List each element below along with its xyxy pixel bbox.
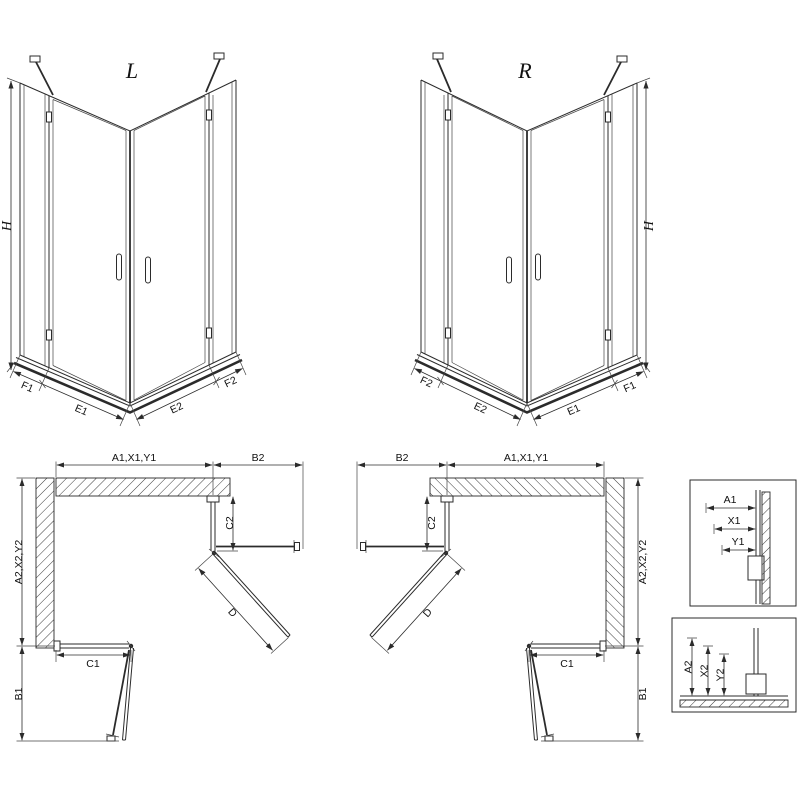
dim-label-d-left: D (225, 606, 239, 620)
dim-label-d-right: D (421, 606, 435, 620)
dim-label-c1-left: C1 (86, 658, 100, 670)
detail-a1-label: A1 (724, 494, 737, 506)
plan-view-right (357, 462, 644, 742)
labels-3d-right: R H F2 E2 E1 F1 (418, 58, 657, 418)
detail-y2-label: Y2 (715, 668, 727, 681)
dim-label-b2-left: B2 (252, 452, 265, 464)
dim-label-a1x1y1-left: A1,X1,Y1 (112, 452, 157, 464)
plan-view-left (17, 462, 304, 742)
dim-label-a2x2y2-right: A2,X2,Y2 (637, 540, 649, 585)
dim-label-a2x2y2-left: A2,X2,Y2 (13, 540, 25, 585)
dim-label-e2-left: E2 (168, 400, 185, 416)
detail-x2-label: X2 (699, 664, 711, 677)
dim-label-e2-right: E2 (472, 400, 489, 416)
height-label-right: H (642, 220, 657, 232)
variant-label-right: R (517, 58, 532, 83)
dim-label-a1x1y1-right: A1,X1,Y1 (504, 452, 549, 464)
detail-floor-profile: A2 X2 Y2 (671, 617, 797, 713)
labels-plan-right: B2 A1,X1,Y1 A2,X2,Y2 B1 C2 C1 D (396, 452, 649, 700)
shower-3d-view-left (7, 53, 246, 426)
dim-label-f1-right: F1 (622, 379, 638, 395)
dim-label-f2-left: F2 (223, 374, 239, 390)
detail-wall-profile: A1 X1 Y1 (689, 479, 797, 607)
dim-label-e1-left: E1 (73, 402, 90, 418)
dim-label-b1-right: B1 (637, 687, 649, 700)
labels-plan-left: A1,X1,Y1 B2 A2,X2,Y2 B1 C2 C1 D (13, 452, 265, 700)
detail-a2-label: A2 (683, 660, 695, 673)
dim-label-f2-right: F2 (418, 374, 434, 390)
dim-label-b1-left: B1 (13, 687, 25, 700)
detail-x1-label: X1 (728, 515, 741, 527)
dim-label-c1-right: C1 (560, 658, 574, 670)
dim-label-e1-right: E1 (566, 402, 583, 418)
dim-label-c2-left: C2 (224, 516, 236, 530)
detail-y1-label: Y1 (732, 536, 745, 548)
labels-3d-left: L H F1 E1 E2 F2 (0, 58, 239, 418)
dim-label-f1-left: F1 (19, 379, 35, 395)
dim-label-c2-right: C2 (426, 516, 438, 530)
height-label-left: H (0, 220, 15, 232)
dim-label-b2-right: B2 (396, 452, 409, 464)
variant-label-left: L (125, 58, 138, 83)
shower-3d-view-right (411, 53, 650, 426)
